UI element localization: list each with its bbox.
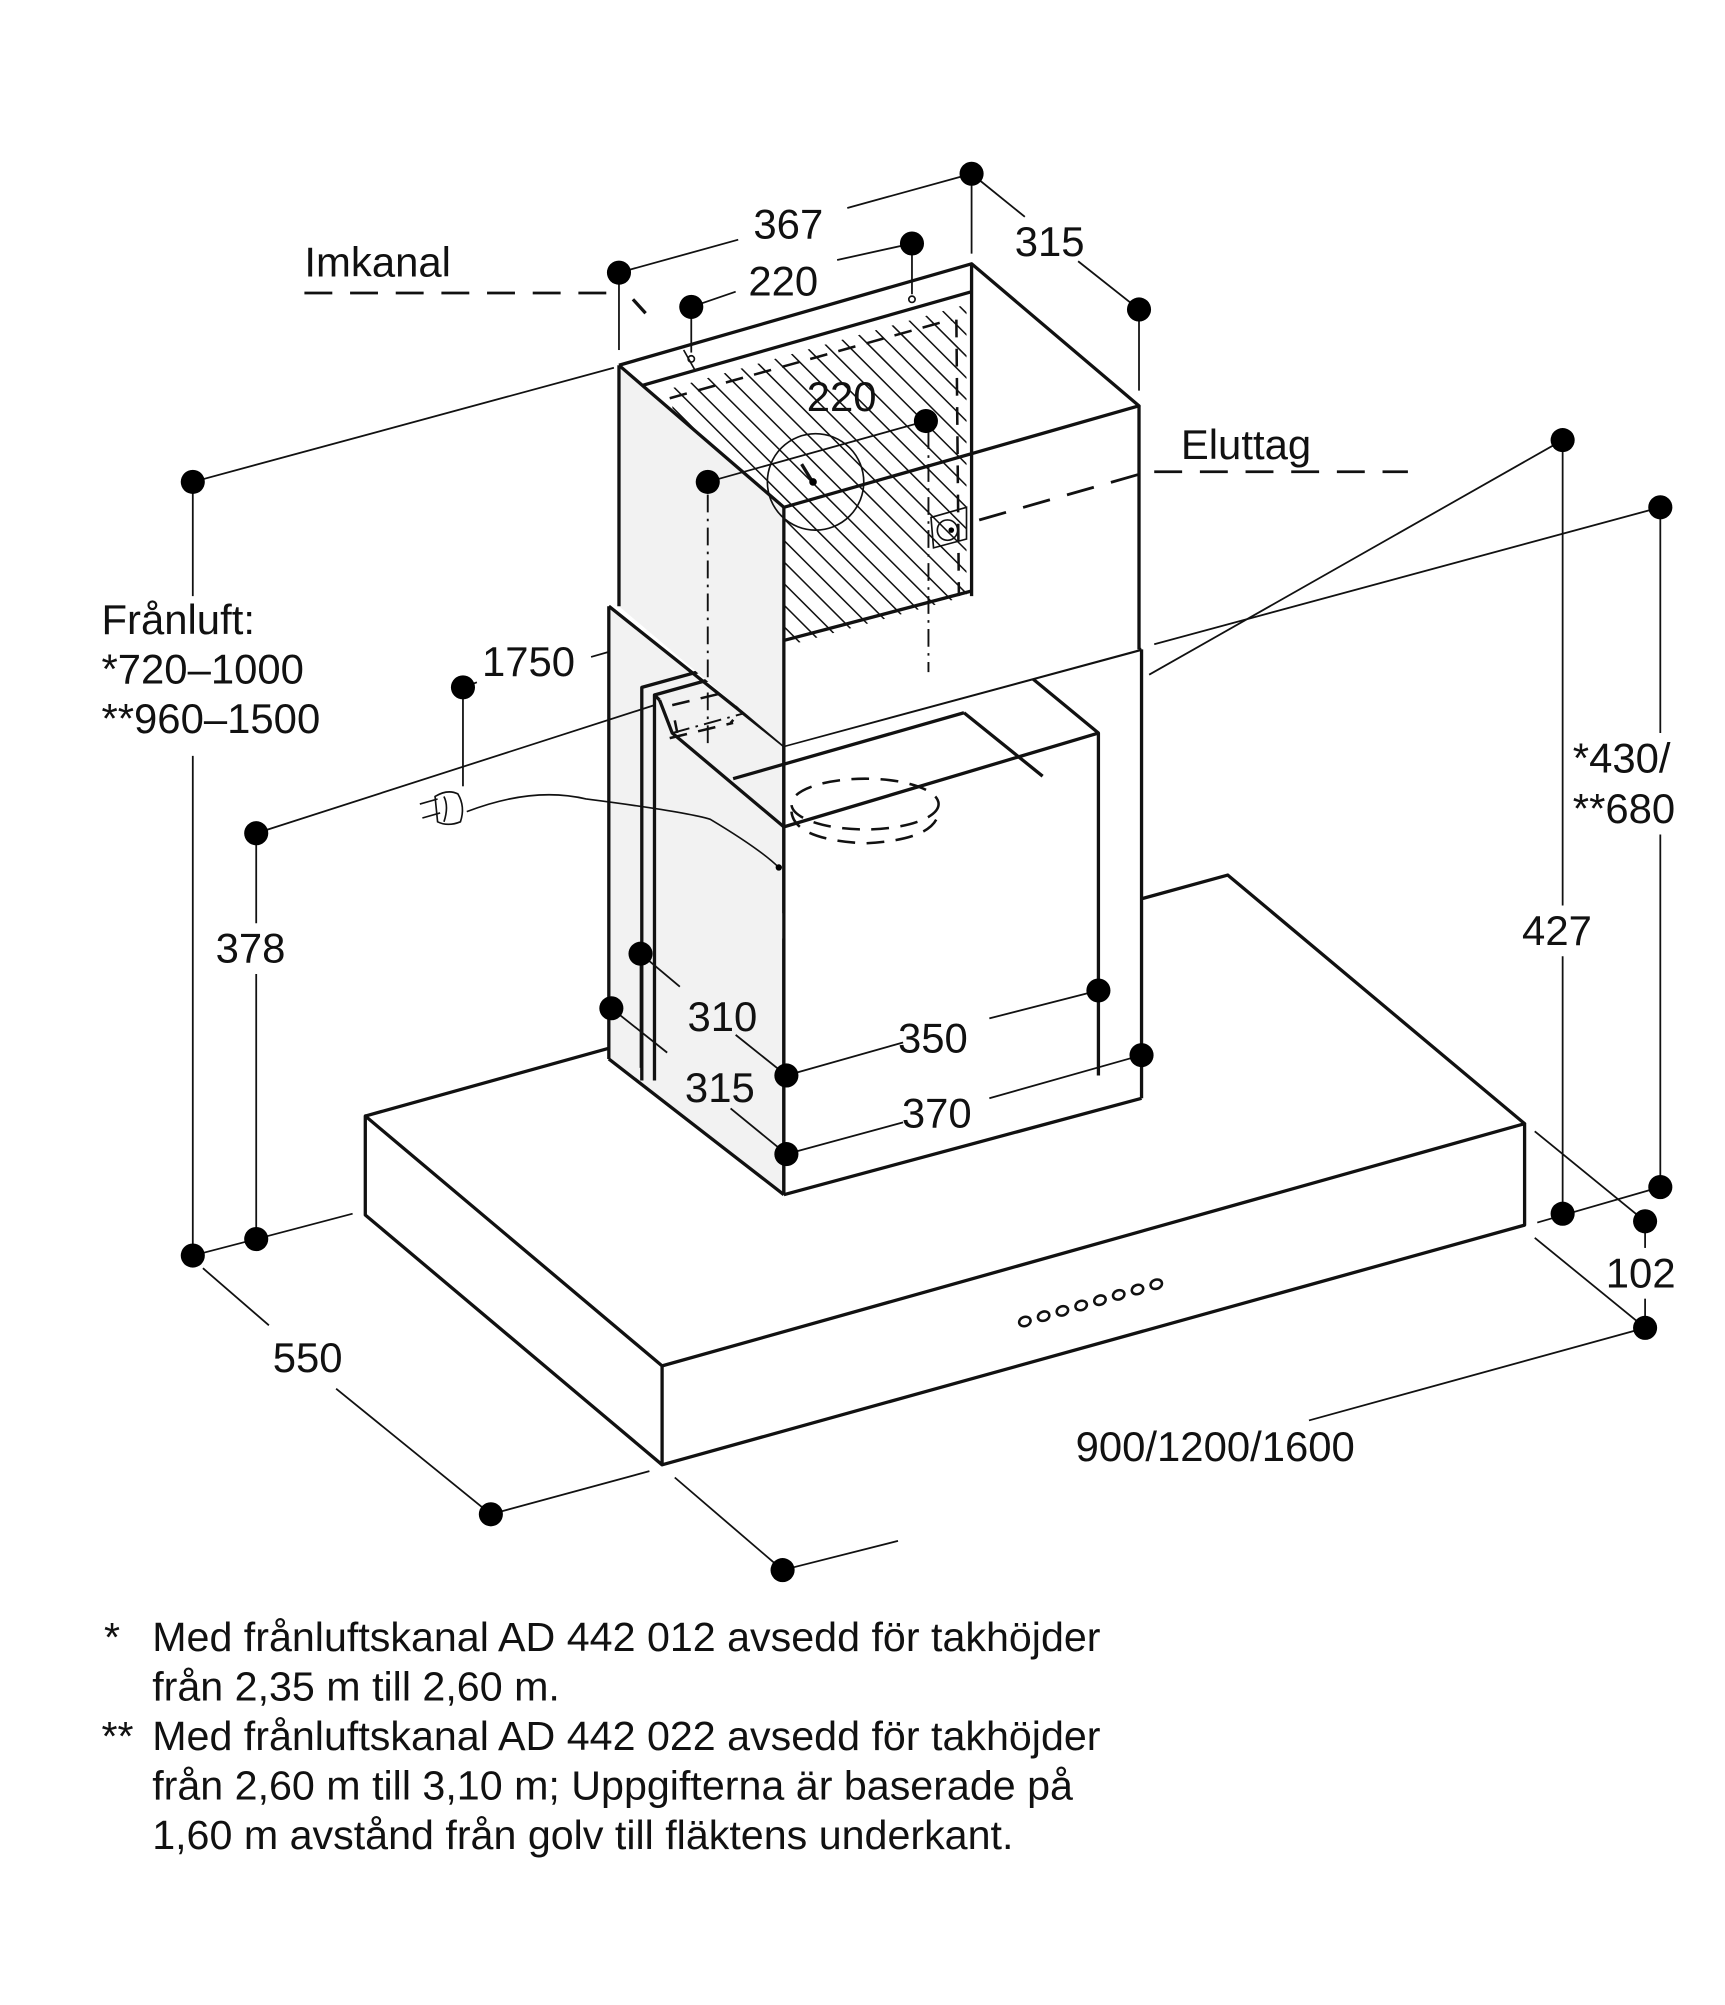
dimension-dot [180, 469, 205, 494]
hatch-line [1096, 292, 1477, 672]
label-franluft: Frånluft: [101, 596, 254, 643]
dim-1750: 1750 [482, 638, 575, 685]
dim-430: *430/ [1573, 734, 1671, 781]
upper-chimney [617, 262, 1671, 749]
footnote-2-line-2: från 2,60 m till 3,10 m; Uppgifterna är … [152, 1763, 1073, 1809]
dim-378: 378 [216, 925, 286, 972]
dim-370: 370 [902, 1089, 972, 1136]
dimension-dot [180, 1243, 205, 1268]
footnote-1-marker: * [104, 1614, 120, 1660]
dimension-dot [606, 260, 632, 285]
control-button [1111, 1288, 1126, 1301]
dim-427: 427 [1522, 907, 1592, 954]
socket-icon [930, 506, 968, 549]
dimension-dot [1129, 1043, 1154, 1068]
dim-310: 310 [687, 993, 757, 1040]
power-plug-icon [419, 791, 464, 826]
dimension-dot [1633, 1315, 1658, 1340]
hatch-line [672, 304, 960, 647]
label-eluttag: Eluttag [1181, 421, 1311, 468]
hatch-line [836, 304, 967, 647]
dimension-dot [770, 1558, 795, 1583]
footnote-2-line-1: Med frånluftskanal AD 442 022 avsedd för… [152, 1713, 1101, 1759]
footnote-2-line-3: 1,60 m avstånd från golv till fläktens u… [152, 1812, 1013, 1858]
footnote-2-marker: ** [101, 1713, 133, 1759]
dimension-dots [180, 161, 1673, 1583]
footnote-1-line-2: från 2,35 m till 2,60 m. [152, 1664, 560, 1710]
dim-367: 367 [753, 200, 823, 247]
dimension-dot [774, 1142, 799, 1167]
dimension-dot [244, 821, 269, 846]
control-button [1092, 1294, 1107, 1307]
lower-chimney [419, 594, 1144, 1197]
dimension-dot [1648, 495, 1673, 520]
hatch-line [1161, 292, 1542, 672]
label-franluft-dstar: **960–1500 [101, 695, 320, 742]
dimension-lines [191, 172, 1662, 1571]
dim-220-brackets: 220 [748, 258, 818, 305]
footnotes: * Med frånluftskanal AD 442 012 avsedd f… [101, 1614, 1100, 1858]
dimension-dot [913, 409, 938, 434]
dimension-dot [478, 1502, 503, 1527]
dimension-dot [959, 161, 984, 186]
control-button [1036, 1310, 1051, 1323]
hatch-line [728, 304, 967, 647]
label-imkanal: Imkanal [304, 238, 451, 285]
label-franluft-star: *720–1000 [101, 646, 303, 693]
hatch-line [815, 304, 967, 647]
footnote-1-line-1: Med frånluftskanal AD 442 012 avsedd för… [152, 1614, 1101, 1660]
dim-550: 550 [273, 1334, 343, 1381]
dim-350: 350 [898, 1015, 968, 1062]
hatch-line [1182, 292, 1563, 672]
dimension-dot [1648, 1175, 1673, 1200]
hatch-line [1290, 292, 1671, 672]
dimension-dot [1126, 297, 1152, 322]
hatch-line [672, 304, 967, 647]
dimension-dot [1086, 978, 1111, 1003]
dimension-dot [899, 231, 925, 256]
hatch-line [750, 304, 967, 647]
dimension-dot [1550, 428, 1575, 453]
dimension-dot [774, 1063, 799, 1088]
hatch-line [858, 304, 967, 647]
dimension-dot [450, 675, 476, 700]
dimension-dot [1633, 1209, 1658, 1234]
dimension-dot [599, 996, 624, 1021]
dimension-dot [1550, 1201, 1575, 1226]
control-button [1149, 1278, 1164, 1291]
hatch-line [771, 304, 967, 647]
control-button [1017, 1315, 1032, 1328]
hatch-line [672, 304, 852, 647]
hatch-line [1268, 292, 1649, 672]
dimension-dot [679, 294, 704, 319]
dim-315-top: 315 [1015, 218, 1085, 265]
dimension-dot [628, 941, 653, 966]
control-button [1130, 1283, 1145, 1296]
dim-315-bottom: 315 [685, 1064, 755, 1111]
control-button [1074, 1299, 1089, 1312]
hatch-line [1139, 292, 1520, 672]
dim-680: **680 [1573, 785, 1675, 832]
dimension-dot [244, 1227, 269, 1252]
dimension-dot [695, 469, 720, 494]
control-buttons [1017, 1278, 1164, 1328]
hatch-line [1247, 292, 1628, 672]
dim-hood-width: 900/1200/1600 [1076, 1423, 1355, 1470]
hatch-line [901, 304, 967, 647]
hatch-line [1225, 292, 1606, 672]
dim-102: 102 [1606, 1249, 1676, 1296]
hatch-line [793, 304, 967, 647]
control-button [1055, 1304, 1070, 1317]
hatch-line [1117, 292, 1498, 672]
dim-220-duct: 220 [807, 373, 877, 420]
hatch-line [879, 304, 967, 647]
